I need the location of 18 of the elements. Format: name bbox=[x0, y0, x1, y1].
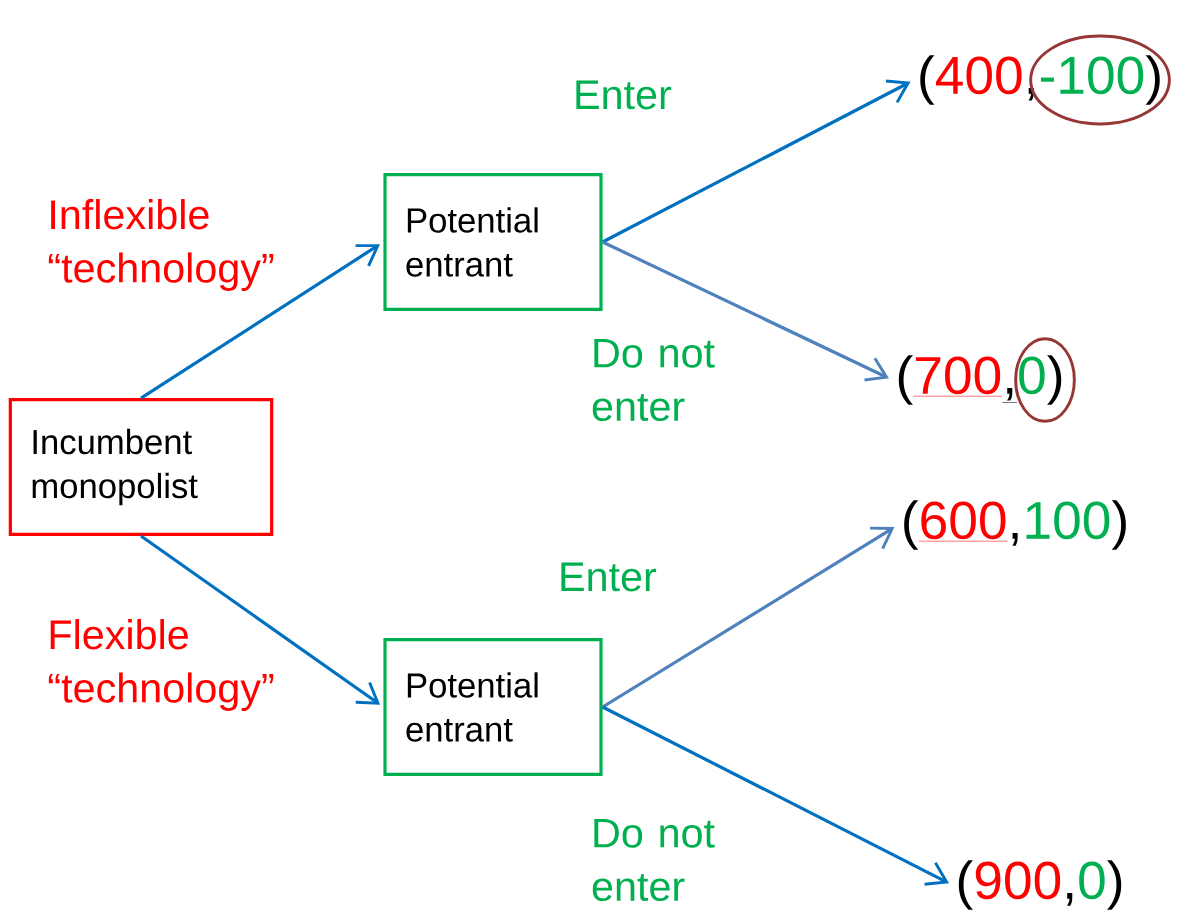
edge-label: Enter bbox=[576, 80, 672, 110]
edge-label: Flexible “technology” bbox=[48, 619, 274, 711]
edge-label: Enter bbox=[561, 562, 657, 592]
arrow bbox=[601, 526, 895, 709]
edge-label: Do not enter bbox=[592, 818, 715, 902]
payoff: (900,0) bbox=[958, 860, 1122, 910]
arrow bbox=[601, 79, 911, 244]
arrow bbox=[140, 534, 381, 705]
arrow bbox=[601, 705, 950, 886]
decision-box: Incumbent monopolist bbox=[8, 398, 274, 536]
arrow bbox=[140, 244, 381, 400]
decision-box: Potential entrant bbox=[383, 638, 603, 776]
edge-label: Do not enter bbox=[592, 338, 715, 422]
arrow bbox=[601, 240, 889, 382]
payoff: (700,0) bbox=[898, 355, 1062, 405]
edge-label: Inflexible “technology” bbox=[48, 199, 274, 291]
payoff: (600, 100) bbox=[904, 500, 1126, 550]
decision-box: Potential entrant bbox=[383, 173, 603, 311]
